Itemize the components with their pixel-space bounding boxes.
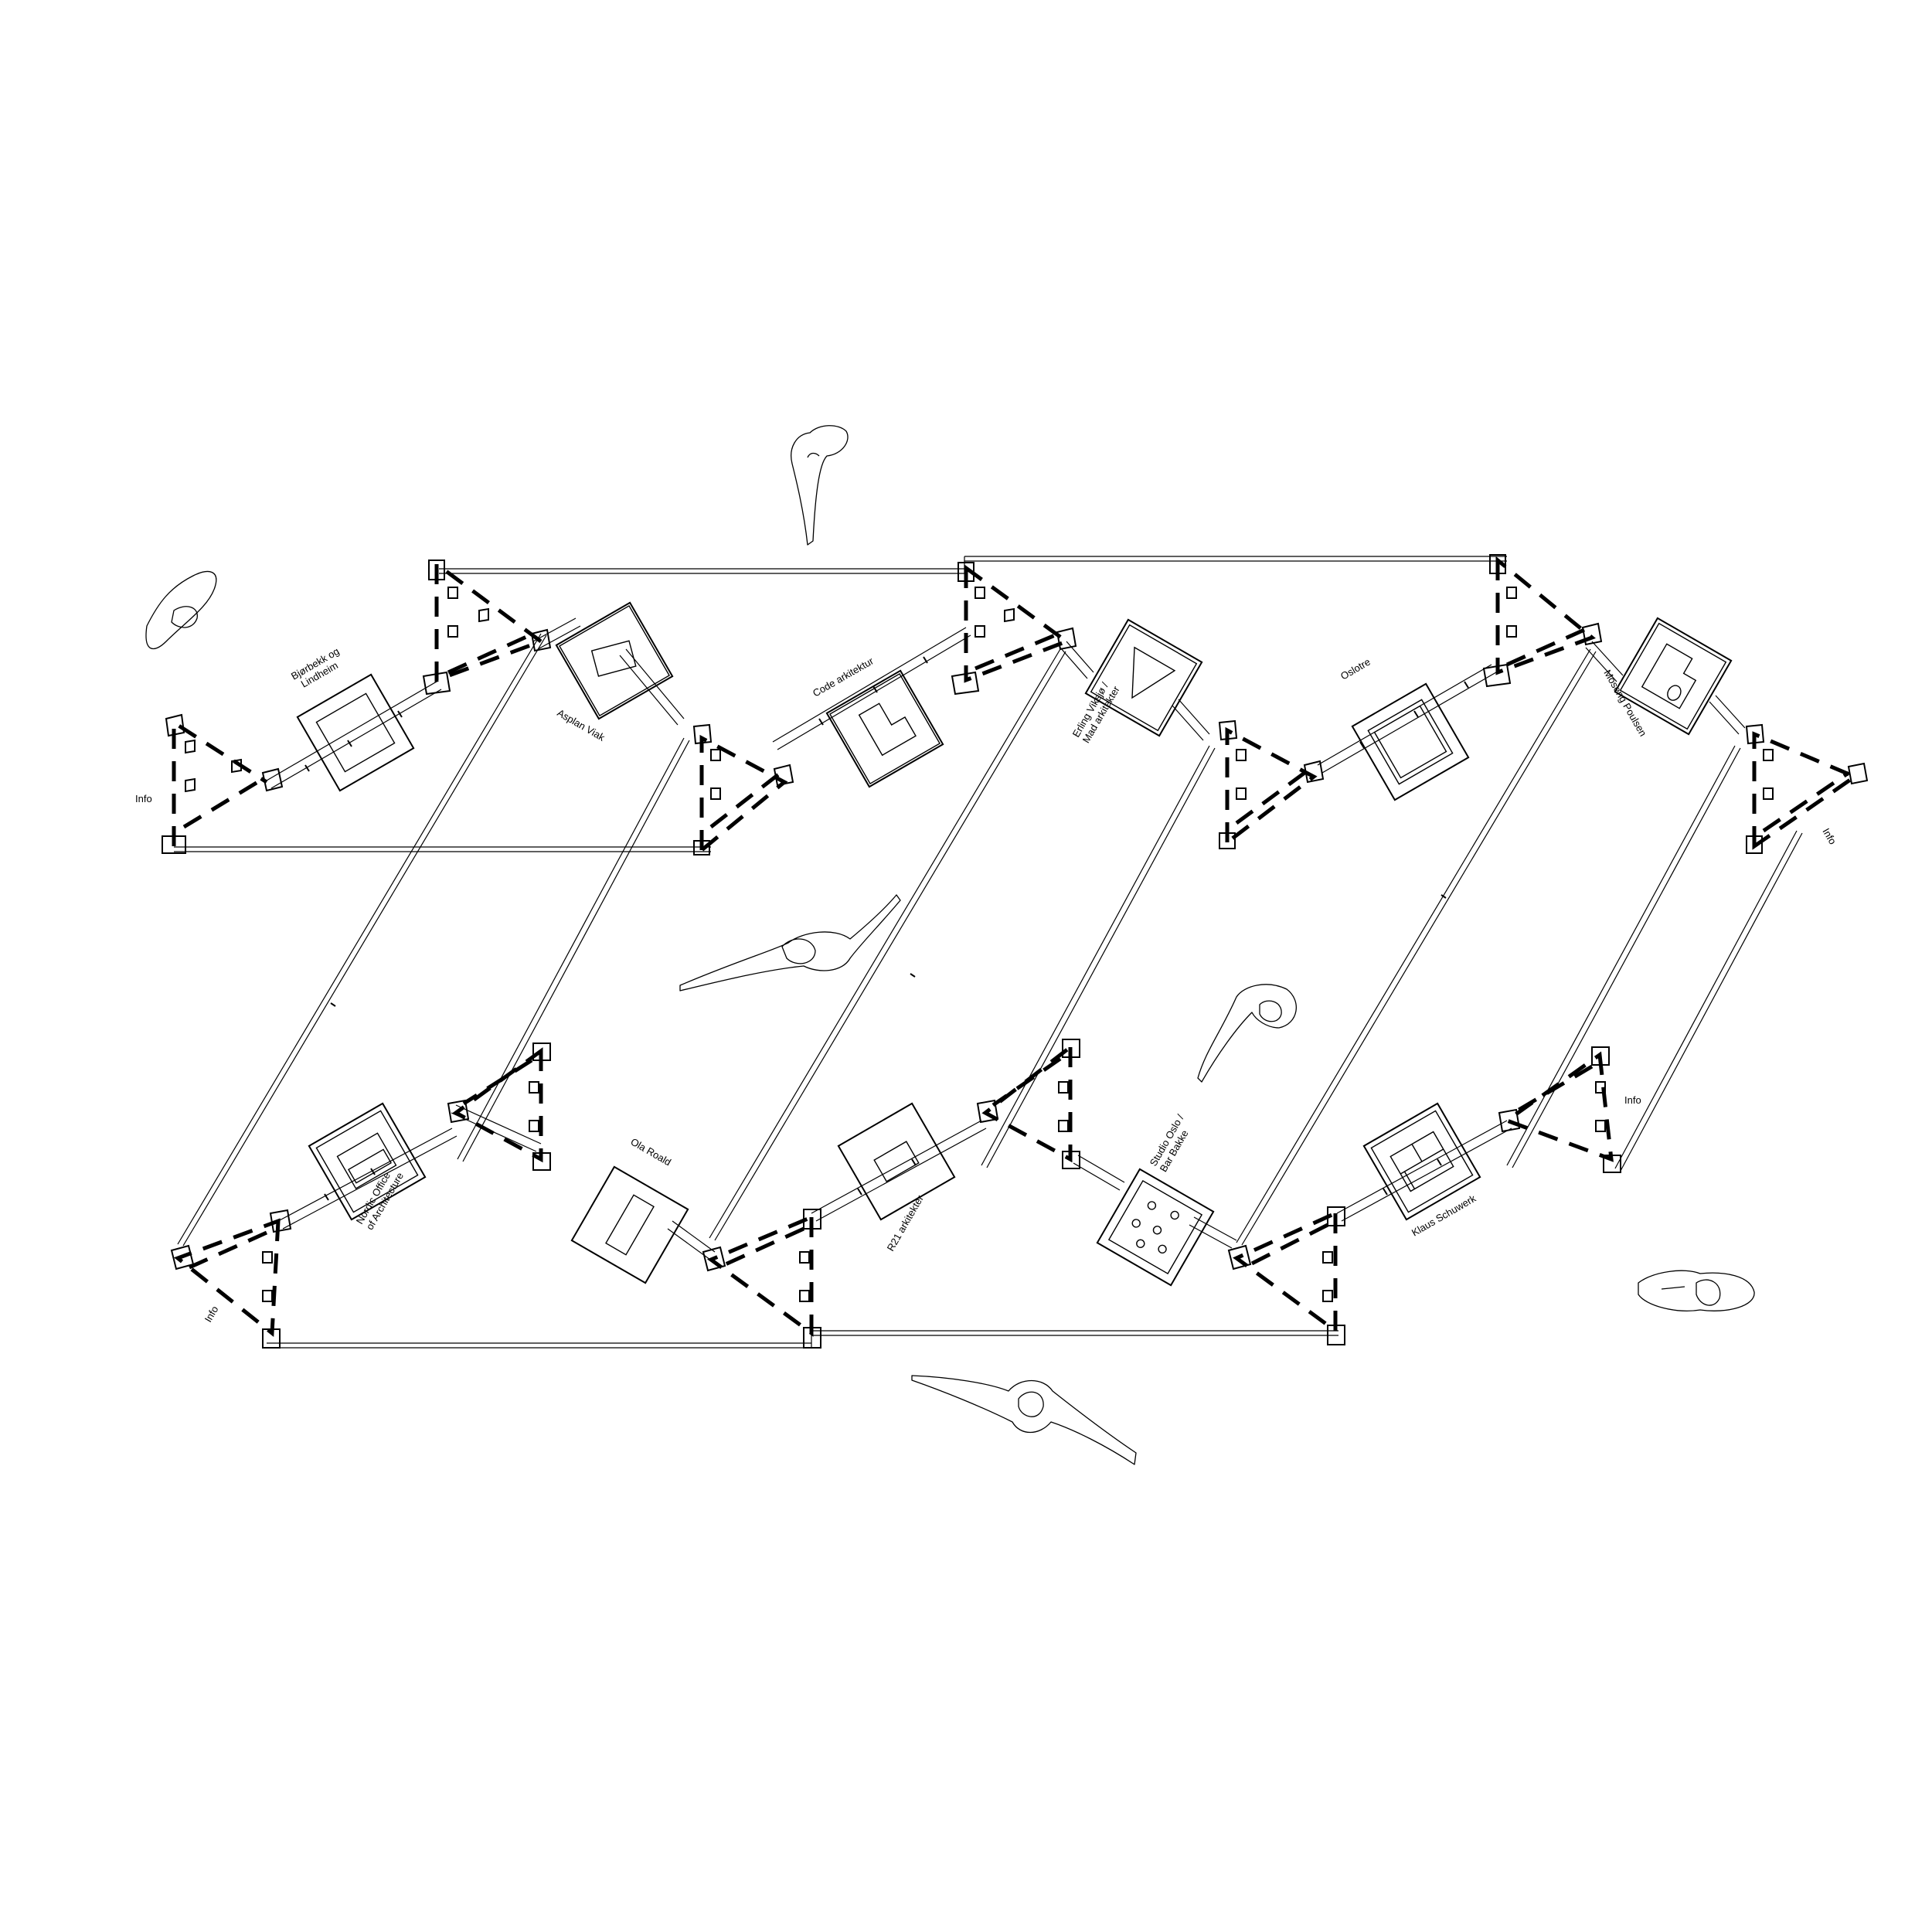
label-asplan: Asplan Viak [556,707,607,743]
label-code: Code arkitektur [811,655,876,699]
people-figures [145,425,1755,1465]
label-ola: Ola Roald [629,1136,674,1168]
panel-bjerbekk [296,673,415,792]
panel-erling [1084,618,1203,737]
person-figure-center [679,894,901,992]
panel-studio [1096,1168,1215,1287]
triangle-booth-5 [1218,719,1325,849]
panel-ola [570,1165,689,1284]
label-klaus: Klaus Schuwerk [1410,1192,1478,1239]
panel-klaus [1362,1102,1481,1221]
triangle-booth-lower-6 [1498,1046,1621,1173]
triangle-booth-lower-2 [447,1043,551,1171]
label-info-right: Info [1820,826,1838,846]
panel-r21 [837,1102,956,1221]
triangle-booth-4 [951,562,1077,696]
panel-nordic [308,1102,427,1221]
triangle-booth-info-right [1745,723,1869,854]
bench-strips [266,617,1746,1260]
triangle-booth-3 [692,723,794,855]
label-r21: R21 arkitekter [885,1192,927,1253]
booth-labels: Bjørbekk og Lindheim Asplan Viak Code ar… [135,645,1838,1325]
triangle-booths [162,554,1869,1349]
triangle-booth-lower-1 [170,1209,292,1349]
triangle-booth-lower-3 [702,1209,821,1349]
panel-code [825,669,944,788]
person-figure-top [791,425,849,546]
triangle-booth-lower-4 [976,1039,1080,1169]
triangle-booth-2 [422,560,552,696]
label-info-left: Info [135,793,152,804]
frame-rails [174,556,1803,1349]
label-info-right-low: Info [1624,1094,1641,1106]
person-figure-right [1638,1270,1755,1311]
exhibit-panels [296,601,1733,1287]
triangle-booth-lower-5 [1227,1206,1345,1345]
panel-asplan [555,601,674,720]
label-oslotre: Oslotre [1338,656,1372,682]
triangle-booth-6 [1482,554,1603,688]
triangle-booth-info-left [162,713,284,854]
panel-moseng [1614,617,1733,736]
label-info-bottom: Info [202,1304,221,1324]
person-figure-left [145,570,217,650]
person-figure-center-right [1197,984,1297,1083]
panel-oslotre [1351,682,1470,801]
person-figure-bottom [911,1375,1137,1465]
